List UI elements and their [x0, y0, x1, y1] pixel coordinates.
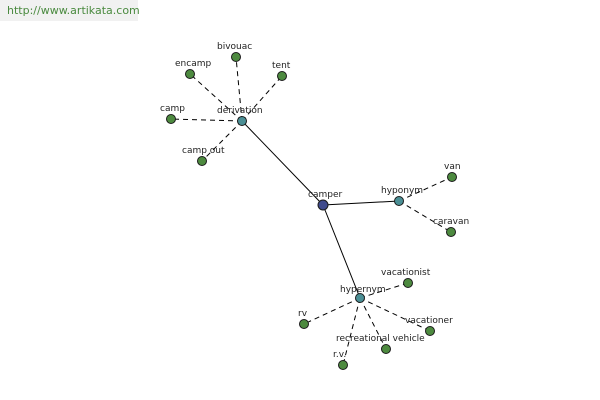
- edge-hypernym-r-v: [342, 297, 361, 366]
- edge-center-derivation: [241, 120, 324, 206]
- node-leaf-rv[interactable]: [299, 319, 309, 329]
- edge-derivation-camp: [170, 118, 243, 122]
- label-leaf-vacationist: vacationist: [381, 268, 431, 278]
- node-leaf-camp-out[interactable]: [197, 156, 207, 166]
- label-leaf-recreational-vehicle: recreational vehicle: [336, 334, 425, 344]
- label-relation-derivation: derivation: [217, 106, 263, 116]
- node-leaf-bivouac[interactable]: [231, 52, 241, 62]
- label-leaf-tent: tent: [272, 61, 291, 71]
- edge-hyponym-caravan: [398, 200, 452, 233]
- label-center: camper: [308, 190, 342, 200]
- node-leaf-vacationist[interactable]: [403, 278, 413, 288]
- node-leaf-van[interactable]: [447, 172, 457, 182]
- label-leaf-rv: rv: [298, 309, 308, 319]
- node-relation-hyponym[interactable]: [394, 196, 404, 206]
- labels-layer: camper derivation bivouac encamp tent camp cam…: [160, 42, 469, 360]
- edge-hyponym-van: [398, 176, 453, 202]
- watermark-url[interactable]: http://www.artikata.com: [0, 0, 140, 21]
- node-leaf-r-v[interactable]: [338, 360, 348, 370]
- node-leaf-tent[interactable]: [277, 71, 287, 81]
- label-leaf-encamp: encamp: [175, 59, 211, 69]
- label-relation-hypernym: hypernym: [340, 285, 386, 295]
- label-relation-hyponym: hyponym: [381, 186, 423, 196]
- edge-hypernym-rv: [303, 297, 361, 325]
- edges-layer: [170, 56, 453, 366]
- node-relation-hypernym[interactable]: [355, 293, 365, 303]
- label-leaf-caravan: caravan: [433, 217, 469, 227]
- node-leaf-recreational-vehicle[interactable]: [381, 344, 391, 354]
- label-leaf-bivouac: bivouac: [217, 42, 252, 52]
- node-center[interactable]: [317, 199, 329, 211]
- edge-center-hypernym: [322, 204, 361, 299]
- edge-derivation-encamp: [189, 73, 243, 122]
- edge-derivation-camp-out: [201, 120, 243, 162]
- label-leaf-r-v: r.v.: [333, 350, 346, 360]
- nodes-layer: [166, 52, 457, 370]
- node-relation-derivation[interactable]: [237, 116, 247, 126]
- node-leaf-caravan[interactable]: [446, 227, 456, 237]
- edge-hypernym-vacationer: [359, 297, 431, 332]
- node-leaf-encamp[interactable]: [185, 69, 195, 79]
- edge-derivation-bivouac: [235, 56, 243, 122]
- label-leaf-vacationer: vacationer: [405, 316, 453, 326]
- label-leaf-camp-out: camp out: [182, 146, 225, 156]
- node-leaf-vacationer[interactable]: [425, 326, 435, 336]
- edge-hypernym-recreational-vehicle: [359, 297, 387, 350]
- label-leaf-camp: camp: [160, 104, 185, 114]
- edge-center-hyponym: [322, 200, 400, 206]
- label-leaf-van: van: [444, 162, 461, 172]
- edge-derivation-tent: [241, 75, 283, 122]
- node-leaf-camp[interactable]: [166, 114, 176, 124]
